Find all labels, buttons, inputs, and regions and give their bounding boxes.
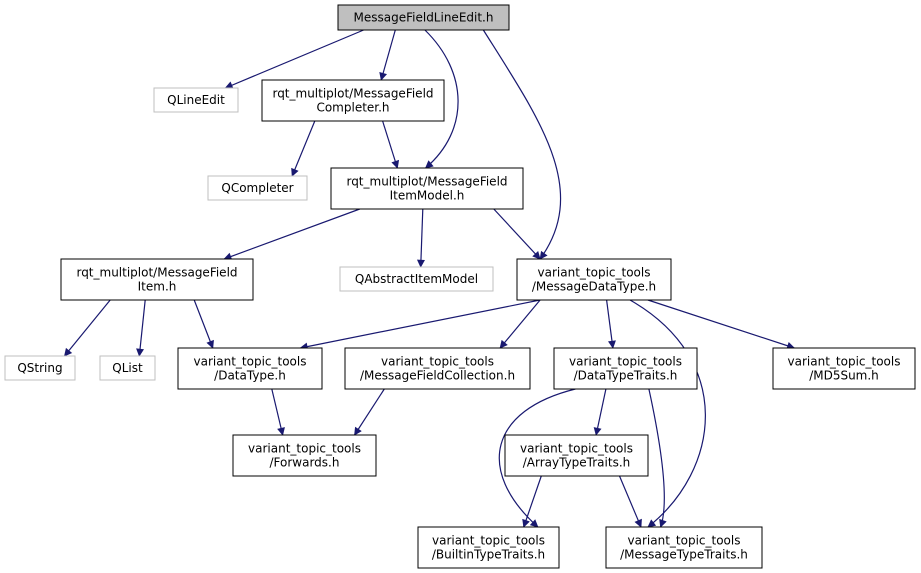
node-fieldcoll[interactable]: variant_topic_tools/MessageFieldCollecti… [344,347,531,390]
edge-dtraits-to-btraits [498,388,576,528]
node-label: Item.h [138,280,177,294]
node-label: variant_topic_tools [248,442,361,456]
node-box [177,347,323,390]
node-label: /MD5Sum.h [809,369,879,383]
node-label: MessageFieldLineEdit.h [354,11,494,25]
node-box [417,526,560,569]
node-label: /DataTypeTraits.h [574,369,678,383]
node-label: /MessageDataType.h [532,280,656,294]
edge-atraits-to-mtraits [618,475,642,528]
node-qlineedit: QLineEdit [153,87,239,113]
node-label: QCompleter [221,181,293,195]
node-label: variant_topic_tools [381,355,494,369]
node-label: ItemModel.h [390,189,465,203]
node-label: variant_topic_tools [194,355,307,369]
node-root[interactable]: MessageFieldLineEdit.h [337,4,510,31]
node-box [344,347,531,390]
node-md5[interactable]: variant_topic_tools/MD5Sum.h [772,347,916,390]
node-mtraits[interactable]: variant_topic_tools/MessageTypeTraits.h [605,526,763,569]
node-box [261,79,445,122]
node-atraits[interactable]: variant_topic_tools/ArrayTypeTraits.h [504,434,649,477]
edge-itemmodel-to-item [223,208,361,261]
edge-itemmodel-to-qabstract [416,208,425,268]
edge-itemmodel-to-msgdatatype [493,208,541,260]
node-label: variant_topic_tools [788,355,901,369]
node-label: /MessageTypeTraits.h [620,548,748,562]
node-label: QAbstractItemModel [355,272,478,286]
node-label: /MessageFieldCollection.h [360,369,515,383]
node-label: rqt_multiplot/MessageField [76,266,237,280]
node-dtraits[interactable]: variant_topic_tools/DataTypeTraits.h [553,347,698,390]
node-forwards[interactable]: variant_topic_tools/Forwards.h [232,434,377,477]
node-label: QList [112,361,143,375]
node-qcompleter: QCompleter [207,175,308,201]
node-label: variant_topic_tools [432,534,545,548]
node-label: /Forwards.h [270,456,340,470]
edge-root-to-msgdatatype [482,29,562,260]
node-box [605,526,763,569]
node-label: /DataType.h [214,369,286,383]
node-label: variant_topic_tools [520,442,633,456]
edges [63,29,796,528]
edge-msgdatatype-to-dtraits [606,299,616,349]
edge-dtraits-to-atraits [593,388,607,436]
edge-msgdatatype-to-fieldcoll [499,299,541,349]
node-box [516,258,672,301]
node-box [330,167,524,210]
node-box [153,87,239,113]
node-box [504,434,649,477]
node-box [772,347,916,390]
edge-dtraits-to-mtraits [648,388,667,528]
node-label: variant_topic_tools [569,355,682,369]
edge-item-to-qstring [63,299,111,357]
node-label: QString [17,361,62,375]
edge-root-to-completer [379,29,396,81]
edge-msgdatatype-to-md5 [647,299,796,350]
edge-msgdatatype-to-datatype [299,299,541,351]
node-label: rqt_multiplot/MessageField [272,87,433,101]
edge-item-to-qlist [136,299,146,357]
node-label: variant_topic_tools [628,534,741,548]
node-box [337,4,510,31]
node-label: QLineEdit [167,93,225,107]
node-label: /ArrayTypeTraits.h [523,456,631,470]
node-box [339,266,494,292]
edge-completer-to-itemmodel [382,120,400,169]
node-msgdatatype[interactable]: variant_topic_tools/MessageDataType.h [516,258,672,301]
node-datatype[interactable]: variant_topic_tools/DataType.h [177,347,323,390]
edge-root-to-qlineedit [224,29,364,89]
node-qlist: QList [99,355,156,381]
node-box [99,355,156,381]
edge-datatype-to-forwards [271,388,285,436]
node-label: rqt_multiplot/MessageField [346,175,507,189]
node-qabstract: QAbstractItemModel [339,266,494,292]
node-box [207,175,308,201]
edge-msgdatatype-to-mtraits [629,299,706,528]
node-label: Completer.h [316,101,389,115]
node-label: variant_topic_tools [538,266,651,280]
node-btraits[interactable]: variant_topic_tools/BuiltinTypeTraits.h [417,526,560,569]
edge-root-to-itemmodel [424,29,459,169]
node-box [4,355,76,381]
node-box [60,258,254,301]
node-box [553,347,698,390]
edge-item-to-datatype [193,299,214,349]
edge-atraits-to-btraits [522,475,542,528]
edge-completer-to-qcompleter [291,120,316,177]
node-label: /BuiltinTypeTraits.h [432,548,545,562]
node-box [232,434,377,477]
node-qstring: QString [4,355,76,381]
edge-fieldcoll-to-forwards [354,388,385,436]
